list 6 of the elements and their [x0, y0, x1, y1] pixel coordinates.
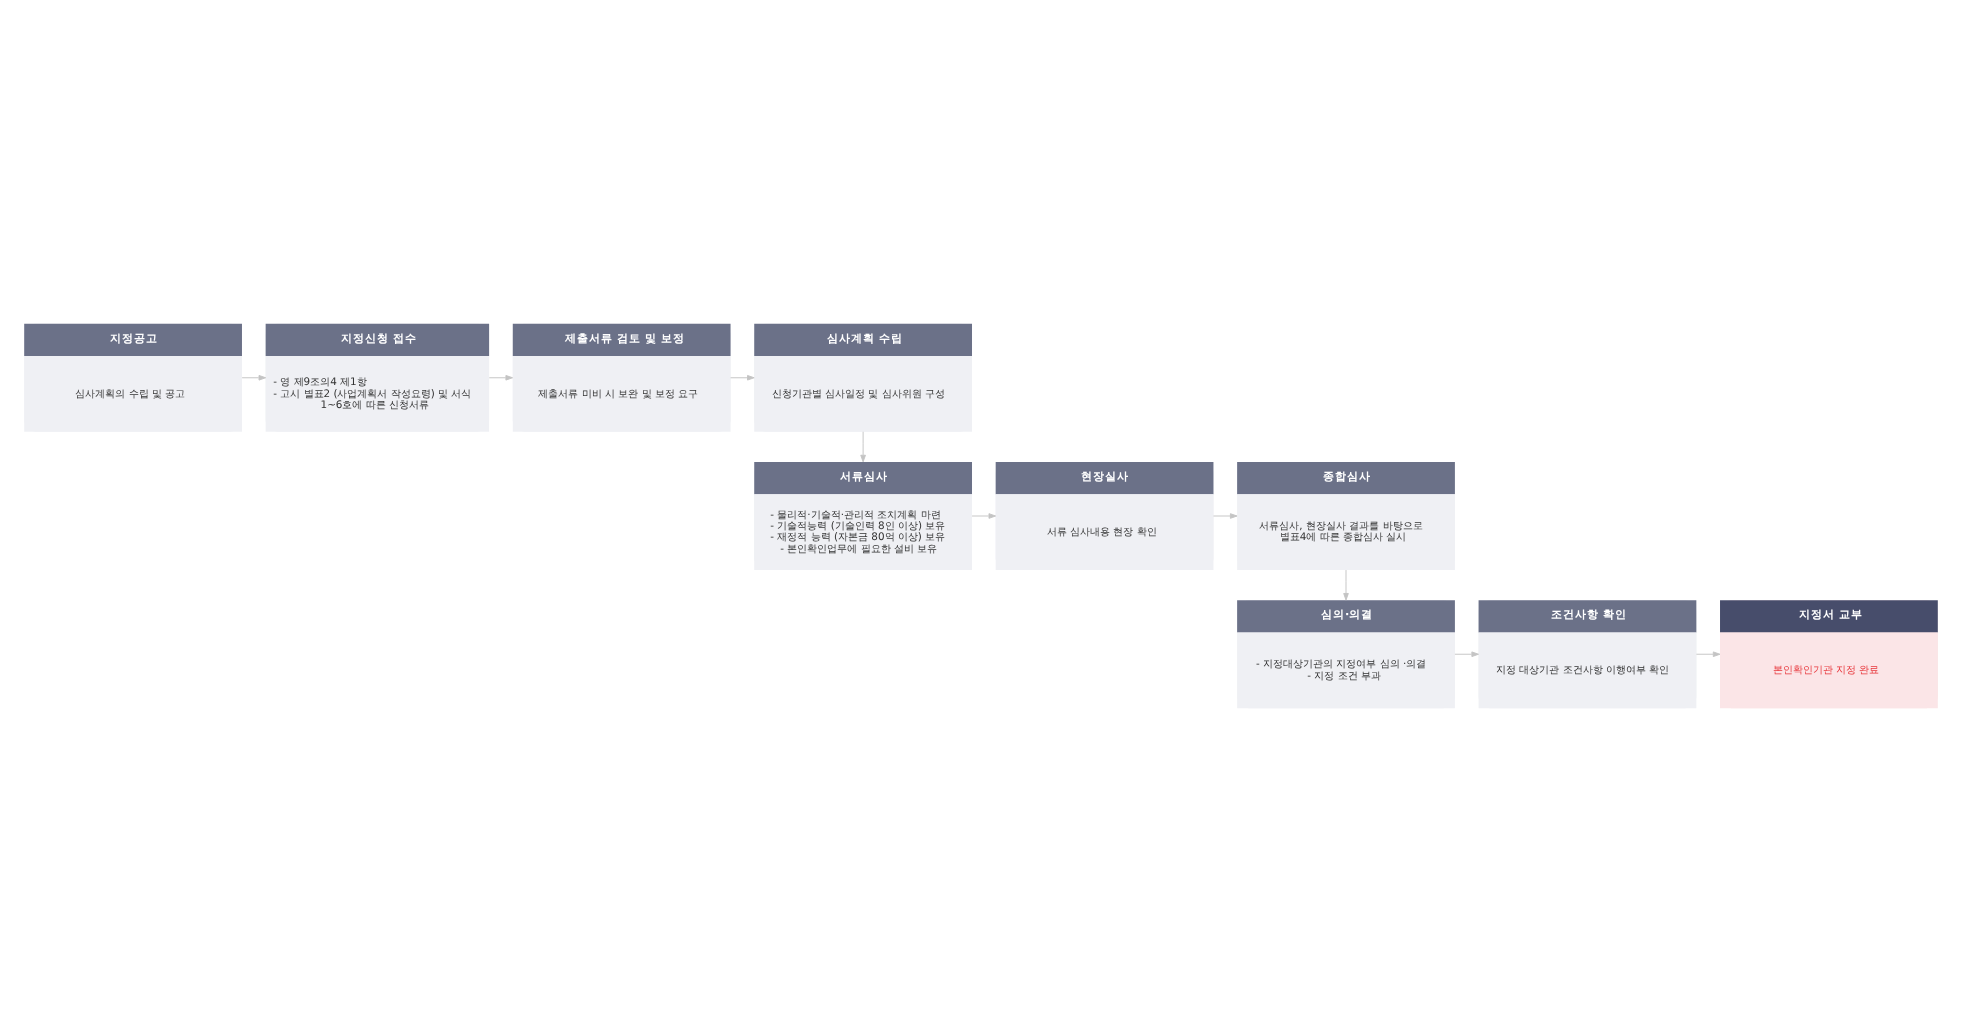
arrow	[1454, 651, 1479, 658]
arrow	[860, 431, 866, 463]
arrow	[730, 374, 755, 381]
arrow	[1695, 651, 1721, 658]
arrow	[241, 374, 267, 381]
arrow	[488, 374, 513, 381]
